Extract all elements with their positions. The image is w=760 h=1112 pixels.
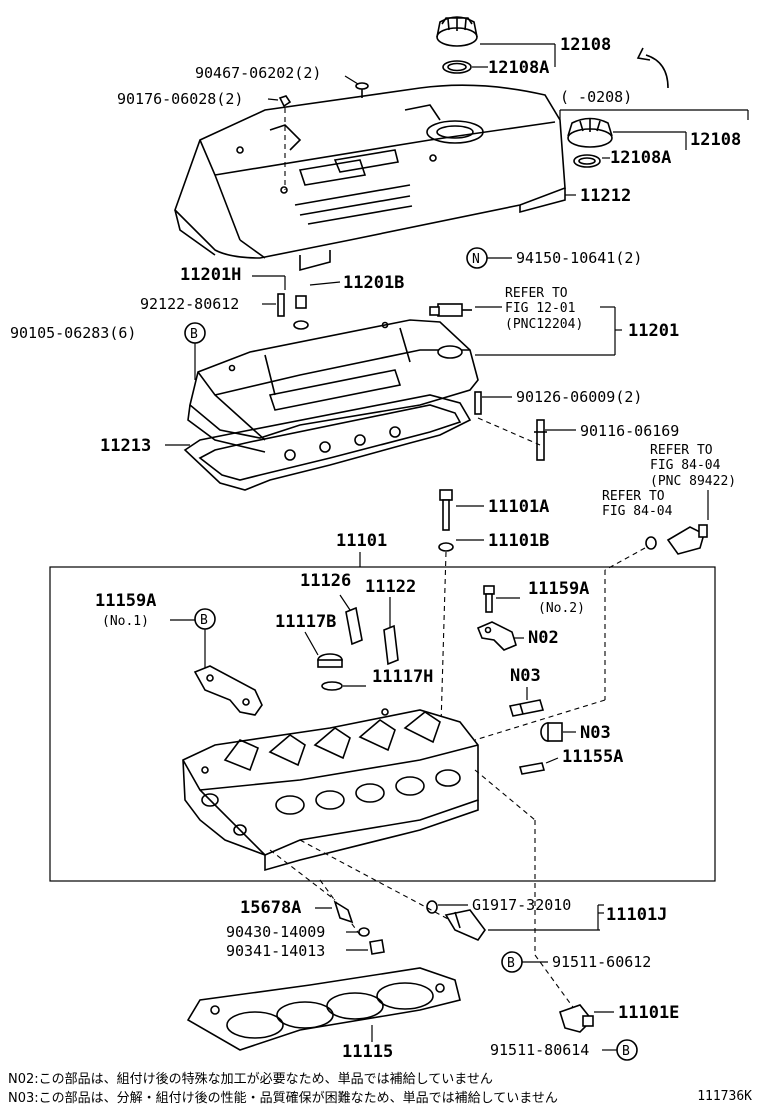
cam-cap-n02 bbox=[476, 621, 517, 651]
label-12108A-mid: 12108A bbox=[610, 148, 671, 168]
refer-8404a-fig: FIG 84-04 bbox=[650, 458, 721, 473]
label-G1917: G1917-32010 bbox=[472, 896, 571, 914]
label-11101A: 11101A bbox=[488, 497, 549, 517]
refer-8404b-title: REFER TO bbox=[602, 489, 665, 504]
refer-8404a-title: REFER TO bbox=[650, 443, 713, 458]
label-no2: (No.2) bbox=[538, 601, 585, 616]
bolt-11101A bbox=[438, 489, 454, 552]
label-11159A-left: 11159A bbox=[95, 591, 156, 611]
svg-text:B: B bbox=[622, 1044, 630, 1059]
label-12108A-top: 12108A bbox=[488, 58, 549, 78]
label-12108-top: 12108 bbox=[560, 35, 611, 55]
label-11126: 11126 bbox=[300, 571, 351, 591]
oil-filler-cap-mid bbox=[567, 117, 613, 168]
plug-15678A bbox=[333, 900, 354, 924]
label-11201H: 11201H bbox=[180, 265, 241, 285]
refer-1201-title: REFER TO bbox=[505, 286, 568, 301]
label-11213: 11213 bbox=[100, 436, 151, 456]
gasket-90430 bbox=[358, 927, 370, 937]
label-11201: 11201 bbox=[628, 321, 679, 341]
refer-8404b-fig: FIG 84-04 bbox=[602, 504, 673, 519]
label-90430: 90430-14009 bbox=[226, 923, 325, 941]
label-11212: 11212 bbox=[580, 186, 631, 206]
label-91511-60612: 91511-60612 bbox=[552, 953, 651, 971]
diagram-code: 111736K bbox=[697, 1089, 752, 1104]
head-gasket-11115 bbox=[186, 967, 461, 1051]
refer-1201-fig: FIG 12-01 bbox=[505, 301, 575, 316]
label-11117H: 11117H bbox=[372, 667, 433, 687]
plug-90341 bbox=[369, 939, 385, 955]
guide-11126 bbox=[345, 606, 363, 646]
guide-11122 bbox=[383, 624, 399, 666]
plug-11201B bbox=[293, 295, 309, 330]
cam-cap-no1 bbox=[193, 665, 263, 716]
oil-pressure-switch bbox=[429, 303, 472, 317]
pin-11155A bbox=[518, 762, 546, 775]
label-11159A-right: 11159A bbox=[528, 579, 589, 599]
cylinder-head-frame bbox=[49, 566, 716, 882]
seal-11117B bbox=[317, 653, 343, 668]
label-90176: 90176-06028(2) bbox=[117, 90, 243, 108]
svg-text:B: B bbox=[200, 613, 208, 628]
temp-sensor bbox=[645, 524, 708, 555]
label-11101J: 11101J bbox=[606, 905, 667, 925]
label-94150: 94150-10641(2) bbox=[516, 249, 642, 267]
label-91511-80614: 91511-80614 bbox=[490, 1041, 589, 1059]
sensor-11101E bbox=[559, 1004, 594, 1033]
gasket-top bbox=[442, 60, 472, 74]
circle-B-4: B bbox=[616, 1039, 638, 1061]
svg-text:B: B bbox=[507, 956, 515, 971]
label-90341: 90341-14013 bbox=[226, 942, 325, 960]
label-11101B: 11101B bbox=[488, 531, 549, 551]
stud-92122 bbox=[277, 293, 285, 317]
stud-90126 bbox=[474, 391, 482, 415]
circle-N: N bbox=[466, 247, 488, 269]
note-n03: N03:この部品は、分解・組付け後の性能・品質確保が困難なため、単品では補給して… bbox=[8, 1091, 558, 1106]
engine-cover bbox=[174, 84, 566, 272]
oil-filler-cap-top bbox=[436, 16, 478, 47]
label-11101E: 11101E bbox=[618, 1003, 679, 1023]
pin-n03-a bbox=[508, 699, 545, 717]
grommet-90176 bbox=[278, 95, 292, 108]
label-N03-b: N03 bbox=[580, 723, 611, 743]
oring-G1917 bbox=[426, 900, 438, 914]
bolt-90467 bbox=[355, 82, 369, 98]
bolt-11159A-right bbox=[483, 585, 495, 613]
range-note: ( -0208) bbox=[560, 88, 632, 106]
sleeve-n03-b bbox=[540, 722, 563, 742]
svg-text:B: B bbox=[190, 327, 198, 342]
oring-11117H bbox=[321, 681, 343, 691]
label-11201B: 11201B bbox=[343, 273, 404, 293]
circle-B-3: B bbox=[501, 951, 523, 973]
label-11117B: 11117B bbox=[275, 612, 336, 632]
stud-90116 bbox=[534, 419, 547, 461]
cylinder-head bbox=[182, 708, 479, 872]
note-n02: N02:この部品は、組付け後の特殊な加工が必要なため、単品では補給していません bbox=[8, 1072, 493, 1087]
label-11122: 11122 bbox=[365, 577, 416, 597]
label-90467: 90467-06202(2) bbox=[195, 64, 321, 82]
ocv-11101J bbox=[444, 909, 486, 941]
label-92122: 92122-80612 bbox=[140, 295, 239, 313]
svg-text:N: N bbox=[472, 252, 480, 267]
circle-B-1: B bbox=[184, 322, 206, 344]
label-11101: 11101 bbox=[336, 531, 387, 551]
label-11155A: 11155A bbox=[562, 747, 623, 767]
rotate-arrow bbox=[636, 47, 669, 89]
label-N03-a: N03 bbox=[510, 666, 541, 686]
valve-cover-gasket bbox=[183, 394, 472, 491]
label-15678A: 15678A bbox=[240, 898, 301, 918]
label-90105: 90105-06283(6) bbox=[10, 324, 136, 342]
label-12108-mid: 12108 bbox=[690, 130, 741, 150]
label-no1: (No.1) bbox=[102, 614, 149, 629]
refer-1201-pnc: (PNC12204) bbox=[505, 317, 583, 332]
label-90116: 90116-06169 bbox=[580, 422, 679, 440]
label-90126: 90126-06009(2) bbox=[516, 388, 642, 406]
circle-B-2: B bbox=[194, 608, 216, 630]
label-N02: N02 bbox=[528, 628, 559, 648]
refer-8404a-pnc: (PNC 89422) bbox=[650, 474, 736, 489]
label-11115: 11115 bbox=[342, 1042, 393, 1062]
valve-cover bbox=[187, 319, 479, 453]
